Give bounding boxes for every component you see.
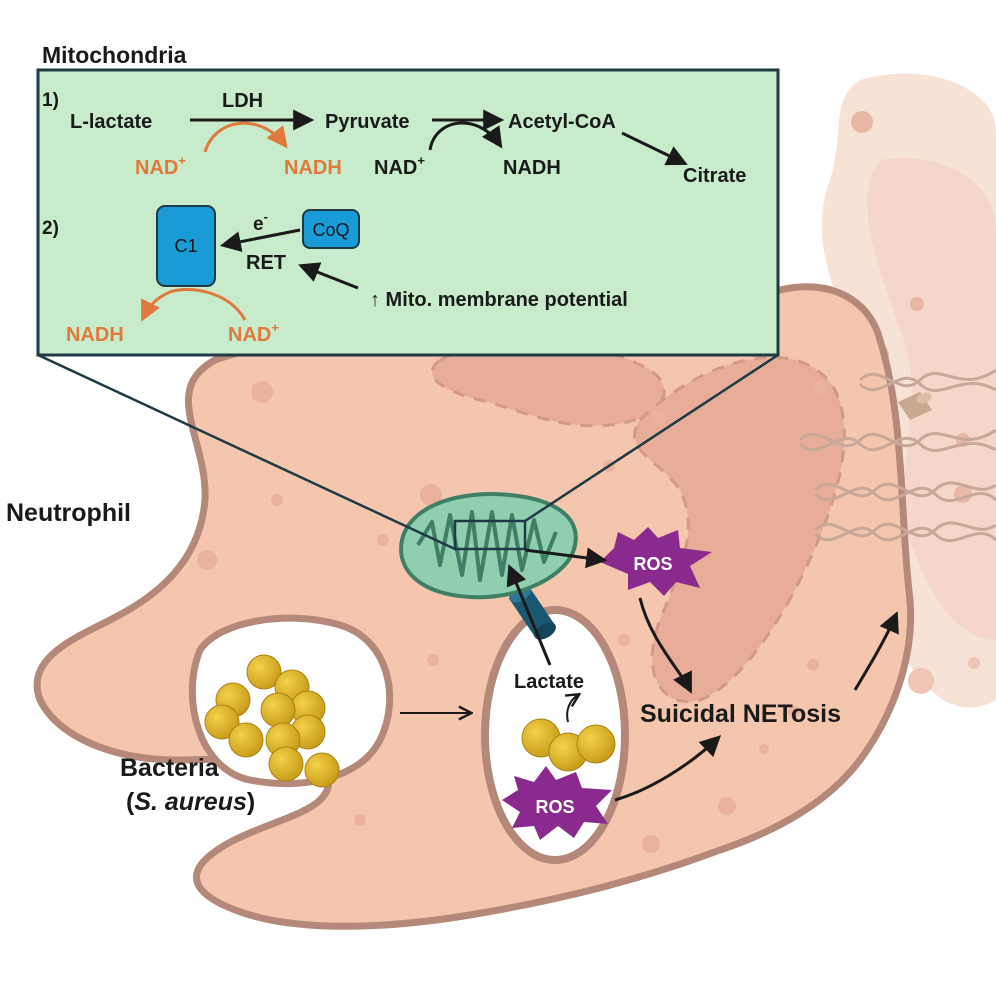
ros-burst-top: ROS bbox=[600, 527, 712, 596]
pyruvate-label: Pyruvate bbox=[325, 111, 410, 133]
ldh-cofactor-arc bbox=[203, 121, 288, 153]
step-2-number: 2) bbox=[42, 218, 59, 239]
nad-plus-2-label: NAD+ bbox=[374, 153, 425, 179]
netosis-label: Suicidal NETosis bbox=[640, 700, 841, 728]
ros-bottom-label: ROS bbox=[535, 797, 574, 817]
histone-cylinder bbox=[898, 392, 932, 420]
bacteria-cluster bbox=[204, 654, 340, 788]
bacteria-species-label: (S. aureus) bbox=[126, 788, 255, 816]
nadh-3-label: NADH bbox=[66, 324, 124, 346]
nadh-2-label: NADH bbox=[503, 157, 561, 179]
netosis-to-release-arrow bbox=[853, 611, 899, 691]
lactate-to-mito-arrow bbox=[506, 564, 552, 666]
nadh-1-label: NADH bbox=[284, 157, 342, 179]
ros-top-label: ROS bbox=[633, 554, 672, 574]
mitochondrion bbox=[399, 492, 578, 600]
step-1-number: 1) bbox=[42, 90, 59, 111]
acetylcoa-to-citrate-arrow bbox=[621, 131, 688, 166]
pdh-cofactor-arc bbox=[428, 121, 503, 151]
dying-cell-background bbox=[821, 73, 996, 708]
complex-1-label: C1 bbox=[174, 236, 197, 256]
bacteria-label: Bacteria bbox=[120, 754, 220, 782]
acetyl-coa-label: Acetyl-CoA bbox=[508, 111, 616, 133]
ret-label: RET bbox=[246, 252, 286, 274]
complex-1-box bbox=[156, 205, 216, 287]
net-dna-strands bbox=[798, 368, 996, 542]
phagosome-bacteria bbox=[521, 718, 616, 772]
ros-bottom-to-netosis-arrow bbox=[614, 735, 722, 802]
nad-plus-3-label: NAD+ bbox=[228, 320, 279, 346]
l-lactate-label: L-lactate bbox=[70, 111, 152, 133]
neutrophil-label: Neutrophil bbox=[6, 499, 131, 527]
potential-to-ret-arrow bbox=[298, 262, 359, 290]
neutrophil-cell bbox=[33, 283, 915, 930]
panel-title: Mitochondria bbox=[42, 42, 187, 68]
ldh-label: LDH bbox=[222, 90, 263, 112]
citrate-label: Citrate bbox=[683, 165, 746, 187]
zoom-indicator bbox=[37, 353, 779, 551]
coq-to-c1-arrow bbox=[219, 228, 301, 253]
coq-box bbox=[302, 209, 360, 249]
mito-potential-label: ↑ Mito. membrane potential bbox=[370, 289, 628, 311]
mito-to-ros-arrow bbox=[524, 547, 608, 569]
electron-label: e- bbox=[253, 209, 268, 235]
ros-top-to-netosis-arrow bbox=[638, 597, 692, 694]
complex-1-cofactor-arc bbox=[141, 288, 247, 322]
nad-plus-1-label: NAD+ bbox=[135, 153, 186, 179]
lactate-label: Lactate bbox=[514, 671, 584, 693]
bacteria-to-lactate-arrow bbox=[567, 695, 578, 723]
ros-burst-bottom: ROS bbox=[502, 766, 612, 840]
coq-label: CoQ bbox=[312, 220, 349, 240]
